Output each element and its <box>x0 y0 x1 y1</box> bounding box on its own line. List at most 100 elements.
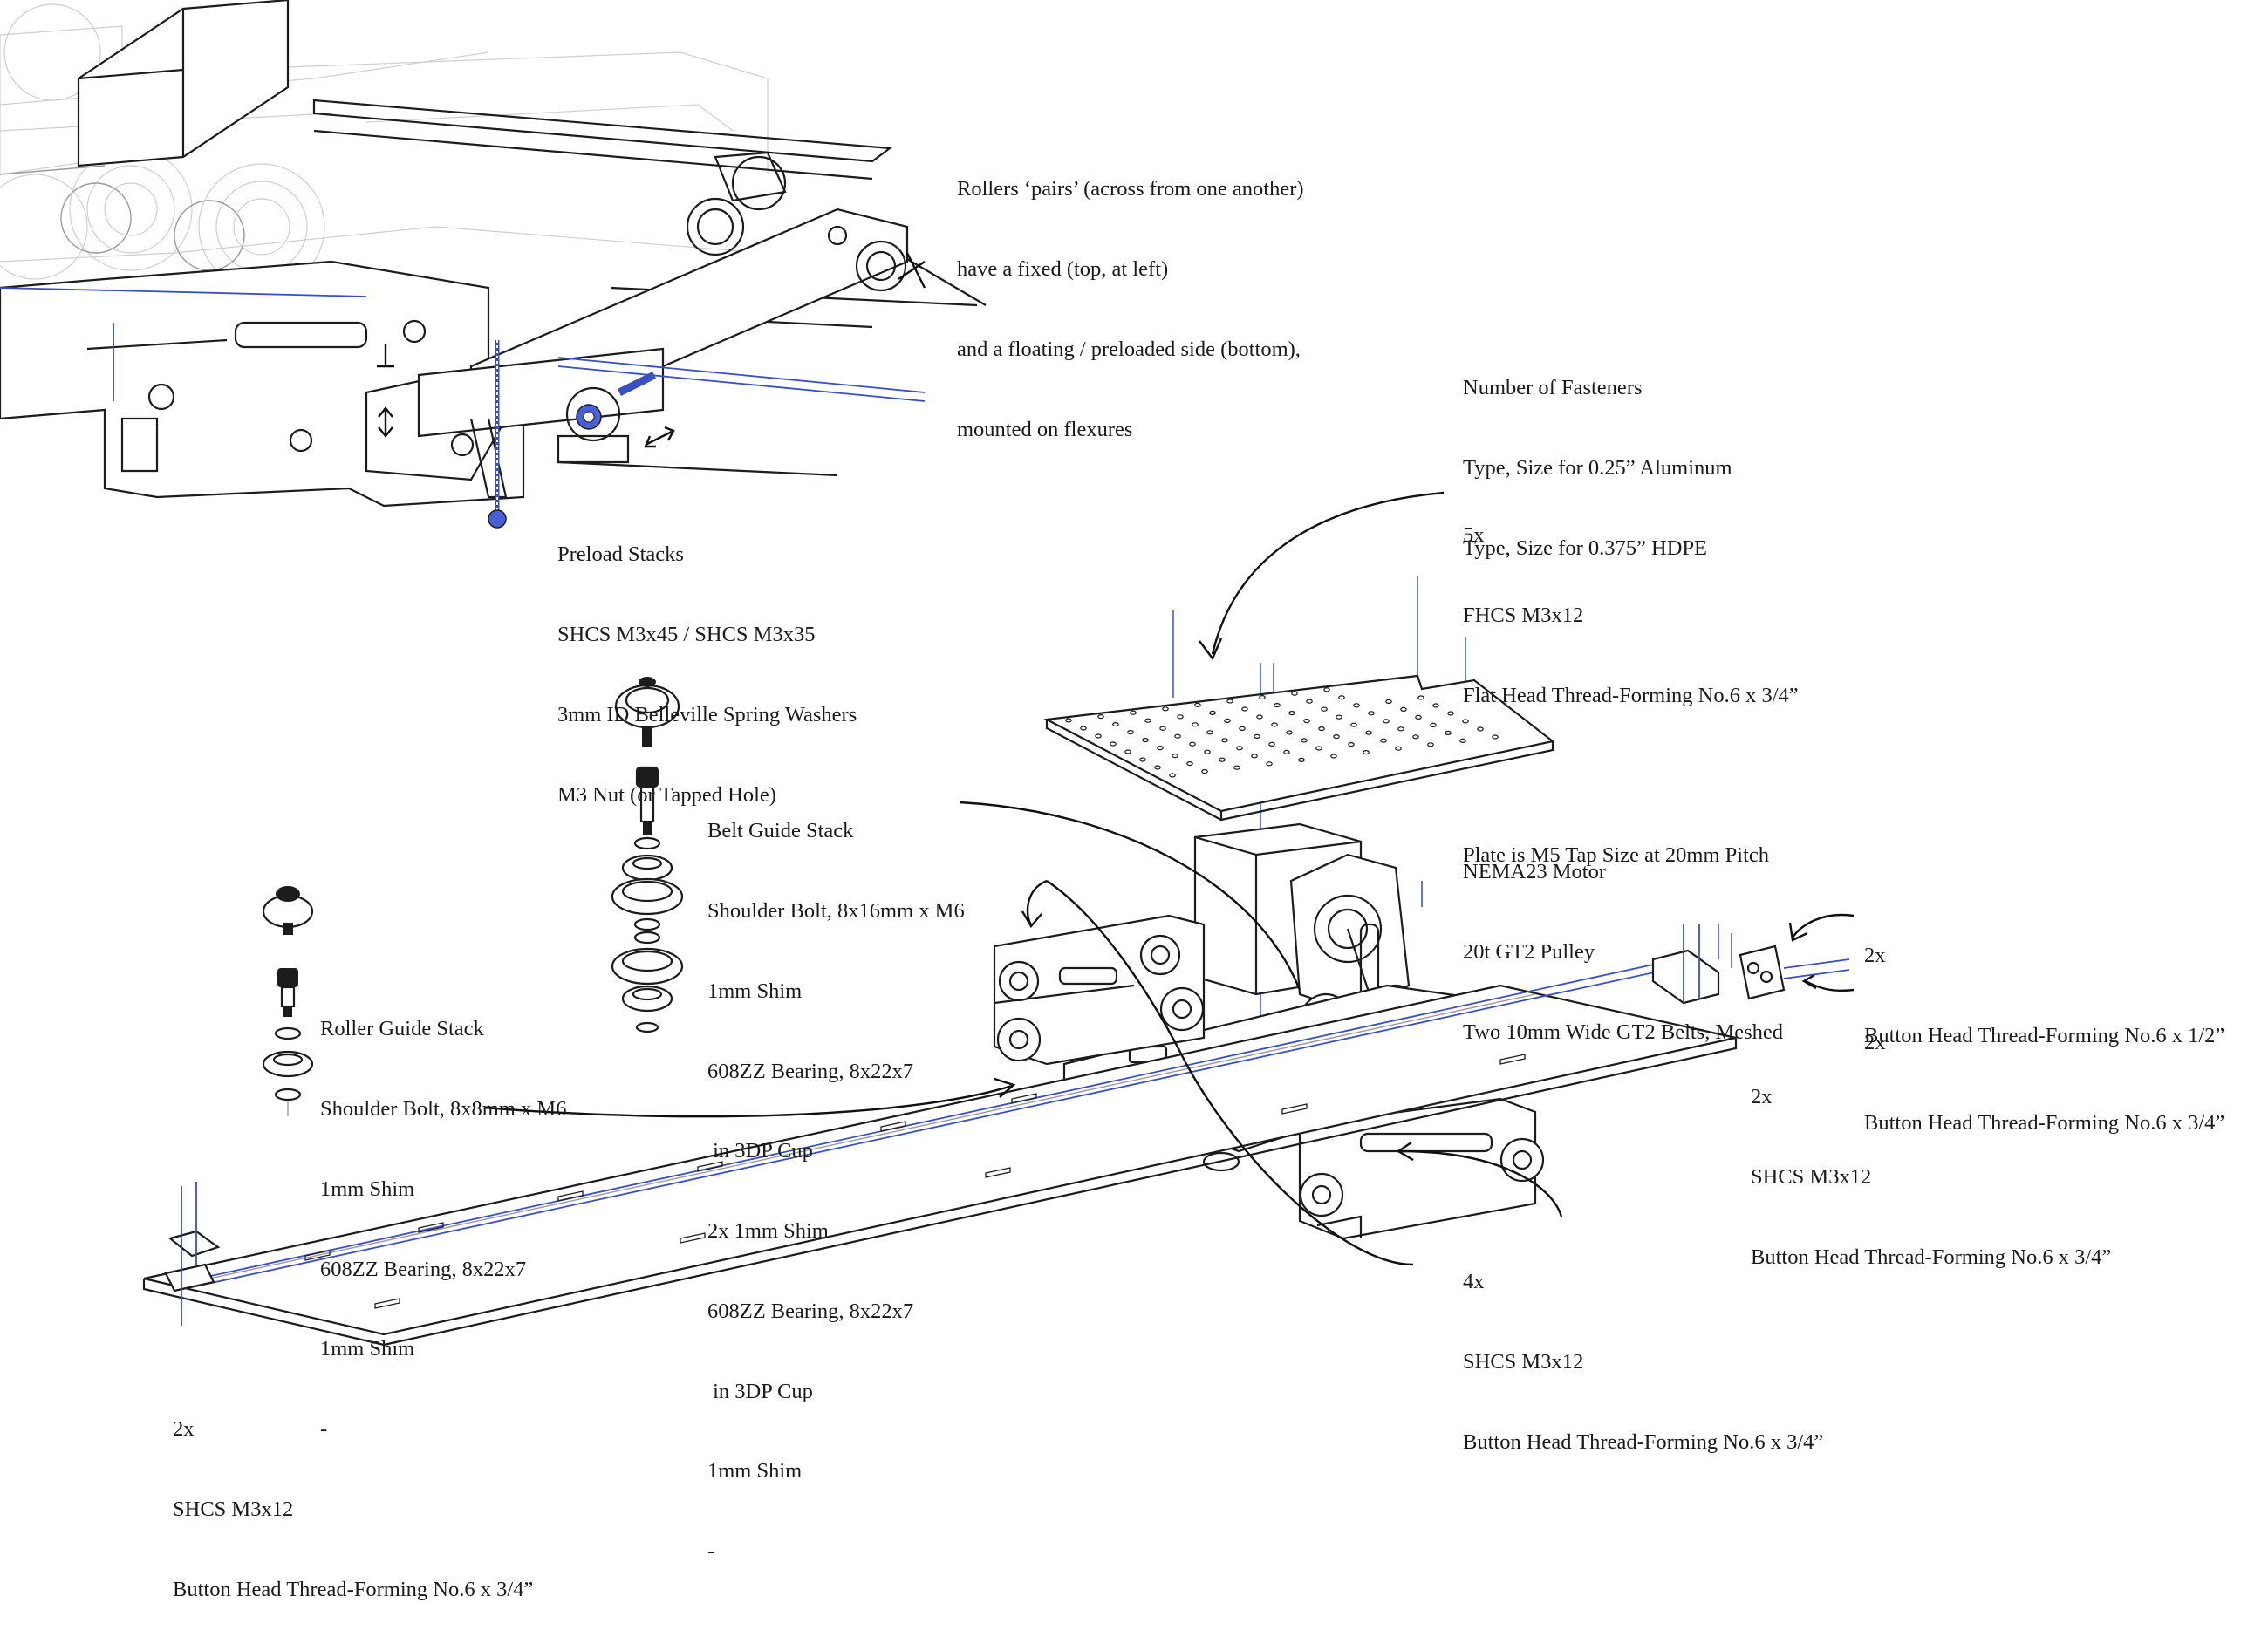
tapped-hole <box>1286 730 1293 735</box>
tapped-hole <box>1447 711 1454 716</box>
tapped-hole <box>1112 721 1119 727</box>
roller-guide-stack-note: Roller Guide Stack Shoulder Bolt, 8x8mm … <box>320 1017 567 1442</box>
tapped-hole <box>1298 757 1305 763</box>
tapped-hole <box>1130 710 1137 715</box>
tapped-hole <box>1177 714 1184 720</box>
rail-slot <box>985 1167 1011 1178</box>
tapped-hole <box>1254 733 1260 740</box>
tapped-hole <box>1323 687 1330 692</box>
rail-slot <box>680 1232 706 1244</box>
tapped-hole <box>1251 754 1258 759</box>
tapped-hole <box>1256 714 1263 720</box>
tapped-hole <box>1350 722 1357 727</box>
tapped-hole <box>1095 733 1102 739</box>
tapped-hole <box>1274 702 1281 708</box>
rail-slot <box>1281 1103 1308 1115</box>
roller-carriage-detail <box>0 0 987 529</box>
tapped-hole <box>1186 760 1193 767</box>
tapped-hole <box>1209 710 1216 716</box>
tapped-hole <box>1418 695 1424 700</box>
tapped-hole <box>1318 726 1325 732</box>
rail-slots <box>304 1054 1526 1309</box>
tapped-hole <box>1239 726 1246 732</box>
tapped-hole <box>1233 765 1240 770</box>
rollers-note: Rollers ‘pairs’ (across from one another… <box>957 177 1304 441</box>
plate-fasteners-note: 5x FHCS M3x12 Flat Head Thread-Forming N… <box>1463 523 1799 868</box>
tapped-hole <box>1189 741 1196 747</box>
belt-guide-stack <box>611 677 684 1033</box>
tapped-hole <box>1427 742 1434 747</box>
tapped-hole <box>1157 745 1164 751</box>
tapped-hole <box>1445 730 1452 736</box>
tapped-hole <box>1432 703 1439 708</box>
preload-stacks-note: Preload Stacks SHCS M3x45 / SHCS M3x35 3… <box>557 542 857 807</box>
tapped-hole <box>1142 737 1149 743</box>
tapped-hole <box>1288 710 1295 716</box>
tapped-hole <box>1268 741 1275 747</box>
tapped-hole <box>1097 713 1104 720</box>
tapped-hole <box>1139 757 1146 762</box>
tapped-hole <box>1353 703 1360 708</box>
rail-slot <box>1499 1054 1526 1065</box>
tapped-hole <box>1303 718 1310 724</box>
leader-arrows <box>483 491 1855 1266</box>
tapped-hole <box>1415 714 1422 720</box>
clamp-bottom-note: 2x Button Head Thread-Forming No.6 x 3/4… <box>1864 1031 2225 1135</box>
clamp-top-note: 2x Button Head Thread-Forming No.6 x 1/2… <box>1864 944 2225 1047</box>
tapped-hole <box>1462 719 1469 724</box>
tapped-hole <box>1459 738 1466 744</box>
right-end-fasteners-note: 2x SHCS M3x12 Button Head Thread-Forming… <box>1751 1085 2112 1269</box>
tapped-hole <box>1169 773 1176 778</box>
motor-note: NEMA23 Motor 20t GT2 Pulley Two 10mm Wid… <box>1463 860 1784 1044</box>
tapped-hole <box>1492 734 1499 740</box>
tapped-hole <box>1241 706 1248 712</box>
tapped-hole <box>1336 714 1342 720</box>
tapped-hole <box>1383 719 1390 724</box>
tapped-hole <box>1365 730 1372 735</box>
tapped-hole <box>1080 726 1087 731</box>
tapped-hole <box>1065 718 1072 723</box>
rail-slot <box>557 1190 584 1202</box>
tapped-hole <box>1400 706 1407 713</box>
rail-slot <box>880 1121 906 1132</box>
tapped-hole <box>1219 757 1226 762</box>
plate-tapped-holes <box>1065 687 1499 778</box>
tapped-hole <box>1172 753 1178 759</box>
rail-slot <box>1011 1093 1037 1104</box>
tapped-hole <box>1330 754 1337 759</box>
tapped-hole <box>1159 726 1166 731</box>
tapped-hole <box>1201 768 1208 774</box>
tapped-hole <box>1127 729 1134 735</box>
tapped-hole <box>1348 741 1355 747</box>
tapped-hole <box>1385 699 1392 705</box>
tapped-hole <box>1321 706 1328 712</box>
tapped-hole <box>1430 722 1437 728</box>
tapped-hole <box>1363 749 1370 755</box>
tapped-hole <box>1144 718 1151 723</box>
tapped-hole <box>1266 761 1273 767</box>
tapped-hole <box>1259 694 1266 700</box>
rail-slot <box>697 1161 723 1172</box>
tapped-hole <box>1306 699 1313 704</box>
rail-slot <box>418 1222 444 1233</box>
tapped-hole <box>1397 726 1404 732</box>
tapped-hole <box>1291 691 1298 696</box>
tapped-hole <box>1368 711 1375 716</box>
tapped-hole <box>1380 738 1387 743</box>
left-end-fasteners-note: 2x SHCS M3x12 Button Head Thread-Forming… <box>173 1417 534 1601</box>
tapped-hole <box>1271 722 1278 727</box>
tapped-hole <box>1174 733 1181 739</box>
tapped-hole <box>1124 749 1131 754</box>
tapped-hole <box>1204 749 1211 754</box>
tapped-hole <box>1221 738 1228 743</box>
tapped-hole <box>1192 722 1199 727</box>
tapped-hole <box>1315 746 1322 751</box>
tapped-hole <box>1236 746 1243 751</box>
long-rail-plate <box>142 924 1850 1347</box>
tapped-hole <box>1412 734 1419 740</box>
tapped-hole <box>1154 765 1161 770</box>
rail-slot <box>304 1250 331 1261</box>
carriage-bottom-fasteners-note: 4x SHCS M3x12 Button Head Thread-Forming… <box>1463 1270 1824 1454</box>
tapped-hole <box>1110 741 1117 747</box>
tapped-hole <box>1477 726 1484 732</box>
